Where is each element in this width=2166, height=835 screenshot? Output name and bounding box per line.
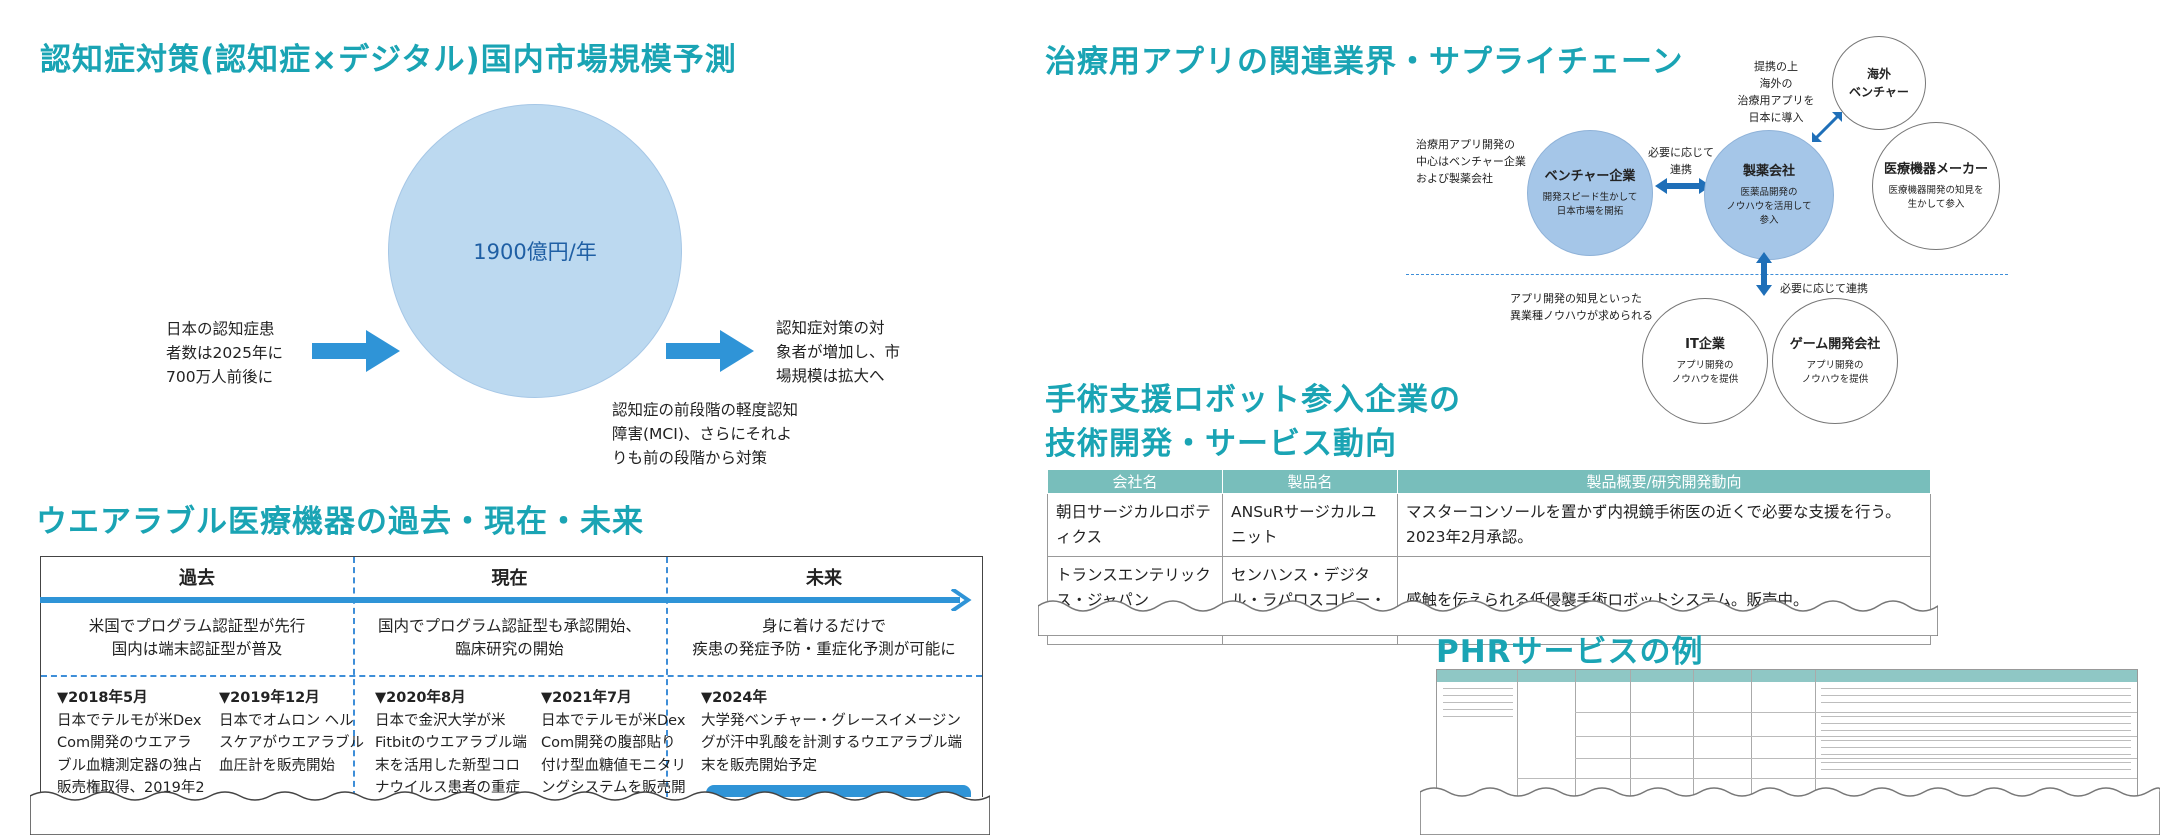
column-desc: 米国でプログラム認証型が先行 国内は端末認証型が普及 [88, 617, 306, 658]
column-desc: 身に着けるだけで 疾患の発症予防・重症化予測が可能に [692, 617, 956, 658]
wearable-timeline-table: 過去 米国でプログラム認証型が先行 国内は端末認証型が普及 現在 国内でプログラ… [40, 556, 983, 797]
timeline-column-past: 過去 米国でプログラム認証型が先行 国内は端末認証型が普及 [41, 557, 353, 797]
wearable-title: ウエアラブル医療機器の過去・現在・未来 [36, 504, 644, 540]
robot-table: 会社名 製品名 製品概要/研究開発動向 朝日サージカルロボティクス ANSuRサ… [1047, 469, 1931, 645]
table-row: 朝日サージカルロボティクス ANSuRサージカルユニット マスターコンソールを置… [1047, 493, 1931, 557]
cut-edge [1038, 600, 1938, 636]
timeline-event: ▼2018年5月 日本でテルモが米Dex Com開発のウエアラ ブル血糖測定器の… [57, 690, 205, 796]
timeline-event: ▼2021年7月 日本でテルモが米Dex Com開発の腹部貼り 付け型血糖値モニ… [541, 690, 686, 796]
timeline-event: ▼2019年12月 日本でオムロン ヘル スケアがウエアラブル 血圧計を販売開始 [219, 690, 364, 774]
column-header: 製品名 [1222, 469, 1398, 494]
node-pharma: 製薬会社 医薬品開発のノウハウを活用して参入 [1704, 130, 1834, 260]
right-arrow-icon [312, 330, 400, 372]
column-head: 現在 [491, 568, 528, 589]
bidirectional-arrow-icon [1655, 178, 1711, 194]
timeline-event: ▼2024年 大学発ベンチャー・グレースイメージン グが汗中乳酸を計測するウエア… [701, 690, 962, 774]
supply-title: 治療用アプリの関連業界・サプライチェーン [1045, 44, 1684, 80]
market-right-note: 認知症対策の対 象者が増加し、市 場規模は拡大へ [776, 319, 901, 385]
node-venture: ベンチャー企業 開発スピード生かして日本市場を開拓 [1527, 130, 1653, 256]
link-note-2: 必要に応じて連携 [1780, 282, 1868, 295]
node-device-maker: 医療機器メーカー 医療機器開発の知見を生かして参入 [1872, 122, 2000, 250]
market-bottom-note: 認知症の前段階の軽度認知 障害(MCI)、さらにそれよ りも前の段階から対策 [612, 401, 799, 467]
node-game-company: ゲーム開発会社 アプリ開発のノウハウを提供 [1772, 298, 1898, 424]
overseas-note: 提携の上 海外の 治療用アプリを 日本に導入 [1737, 60, 1815, 124]
column-desc: 国内でプログラム認証型も承認開始、 臨床研究の開始 [377, 617, 642, 658]
right-arrow-icon [666, 330, 754, 372]
diagonal-arrow-icon [1812, 112, 1842, 142]
column-header: 会社名 [1047, 469, 1223, 494]
node-it-company: IT企業 アプリ開発のノウハウを提供 [1642, 298, 1768, 424]
phr-table [1436, 669, 2138, 797]
timeline-column-future: 未来 身に着けるだけで 疾患の発症予防・重症化予測が可能に [666, 557, 982, 797]
timeline-arrow-icon [40, 589, 972, 611]
vertical-bidirectional-arrow-icon [1756, 252, 1772, 296]
supply-left-note: 治療用アプリ開発の 中心はベンチャー企業 および製薬会社 [1416, 138, 1526, 185]
market-left-note: 日本の認知症患 者数は2025年に 700万人前後に [166, 320, 283, 386]
column-header: 製品概要/研究開発動向 [1397, 469, 1931, 494]
table-row: トランスエンテリックス・ジャパン センハンス・デジタル・ラパロスコピー・システム… [1047, 556, 1931, 645]
link-note: 必要に応じて 連携 [1648, 146, 1714, 176]
market-size-value: 1900億円/年 [473, 240, 597, 264]
phr-title: PHRサービスの例 [1436, 634, 1704, 670]
timeline-column-present: 現在 国内でプログラム認証型も承認開始、 臨床研究の開始 [353, 557, 666, 797]
phr-table-header [1437, 670, 2137, 682]
cut-edge [30, 791, 990, 835]
market-size-circle: 1900億円/年 [388, 104, 682, 398]
lower-note: アプリ開発の知見といった 異業種ノウハウが求められる [1510, 292, 1653, 322]
row-divider [41, 675, 982, 677]
market-title: 認知症対策(認知症×デジタル)国内市場規模予測 [40, 42, 737, 78]
column-divider [666, 557, 668, 797]
node-overseas-venture: 海外 ベンチャー [1832, 36, 1926, 130]
table-header-row: 会社名 製品名 製品概要/研究開発動向 [1047, 469, 1931, 494]
timeline-event: ▼2020年8月 日本で金沢大学が米 Fitbitのウエアラブル端 末を活用した… [375, 690, 527, 796]
column-divider [353, 557, 355, 797]
robot-title: 手術支援ロボット参入企業の 技術開発・サービス動向 [1045, 382, 1461, 462]
column-head: 過去 [179, 568, 215, 589]
dashed-divider [1406, 274, 2008, 275]
column-head: 未来 [806, 568, 842, 589]
cut-edge [1420, 787, 2160, 835]
